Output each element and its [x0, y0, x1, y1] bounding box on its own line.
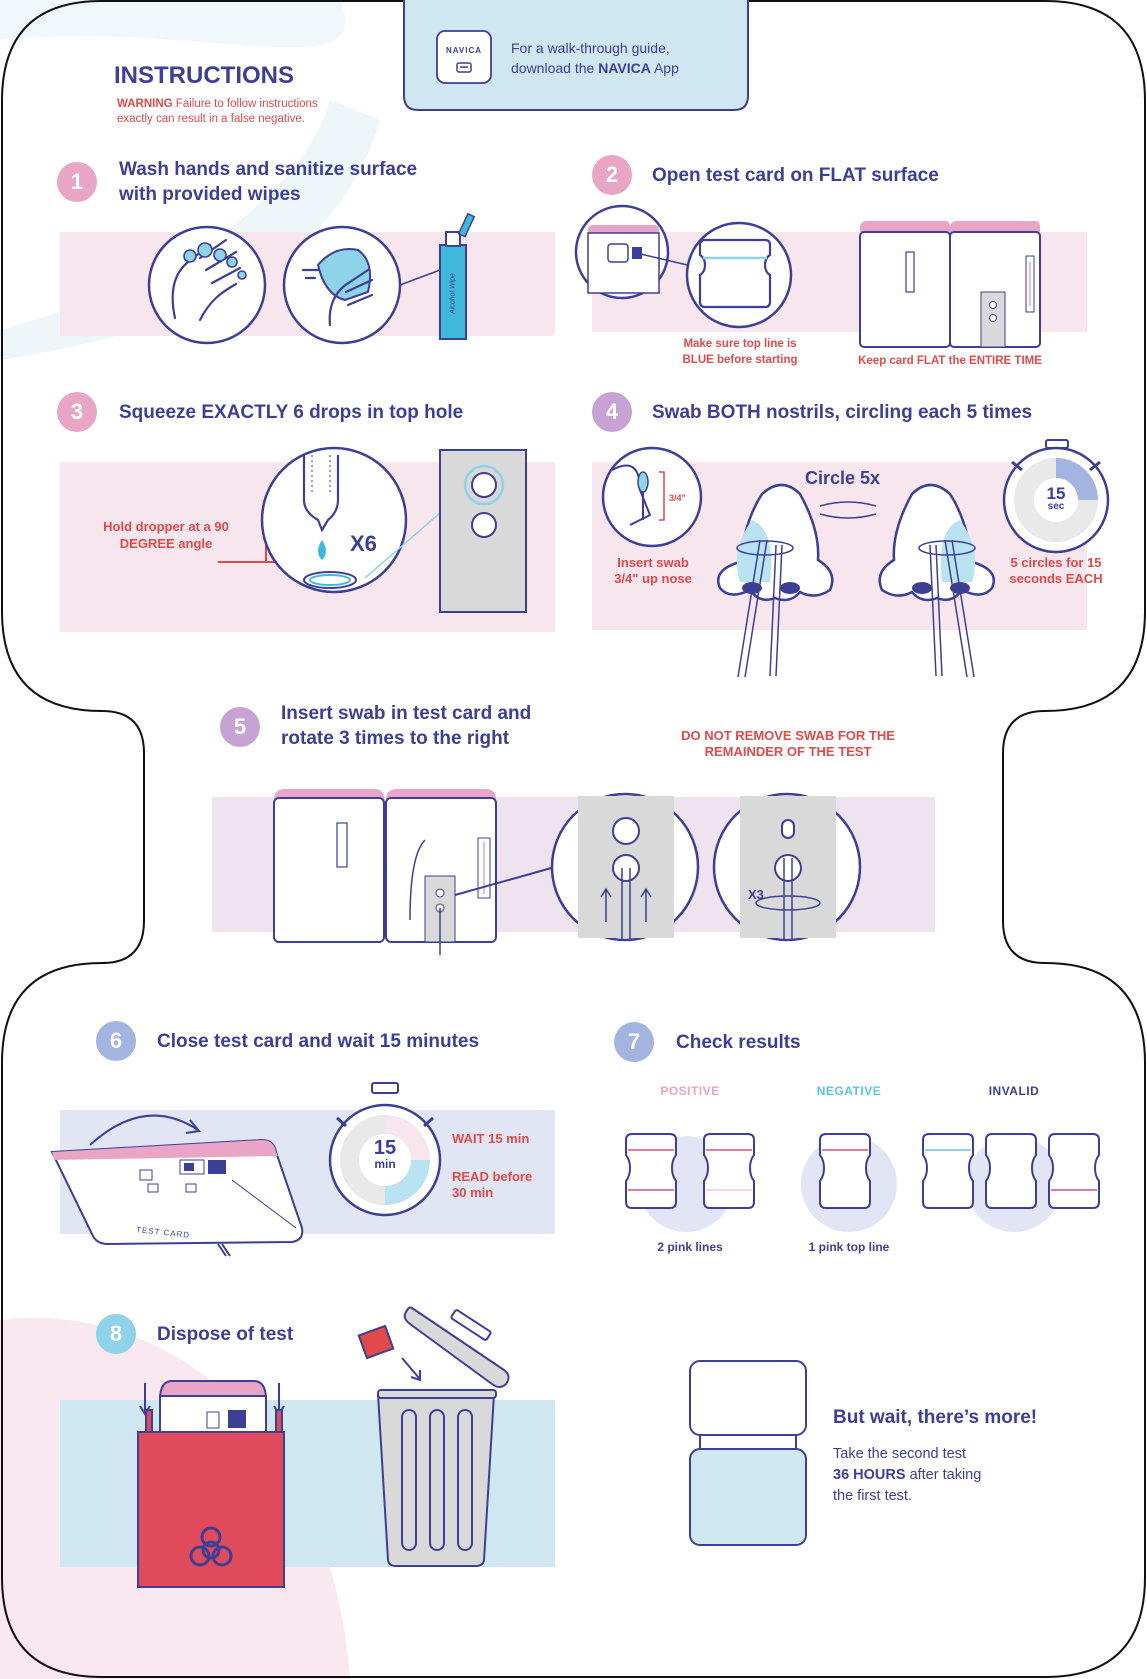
read-note-line2: 30 min [452, 1185, 494, 1200]
app-prompt[interactable]: For a walk-through guide, download the N… [511, 38, 679, 78]
timer-min-unit: min [374, 1157, 396, 1171]
step-1-title-line1: Wash hands and sanitize surface [119, 159, 418, 180]
step-2-note1-line2: BLUE before starting [682, 354, 798, 366]
rotate-count: X3 [748, 887, 764, 902]
result-negative-label: NEGATIVE [816, 1084, 882, 1098]
step-4-note1-line1: Insert swab [617, 555, 689, 570]
result-positive-label: POSITIVE [660, 1084, 720, 1098]
warning-text: Failure to follow instructions exactly c… [117, 98, 318, 125]
drop-count: X6 [350, 531, 377, 556]
step-5-number: 5 [233, 714, 247, 739]
step-8-title: Dispose of test [157, 1324, 294, 1345]
step-8-number: 8 [109, 1321, 123, 1346]
step-6-title: Close test card and wait 15 minutes [157, 1031, 480, 1052]
step-3-note-angle: Hold dropper at a 90 DEGREE angle [86, 518, 246, 552]
step-5-warn-line2: REMAINDER OF THE TEST [704, 744, 872, 759]
more-line2-bold: 36 HOURS [833, 1467, 906, 1483]
step-5-title-line1: Insert swab in test card and [281, 703, 532, 724]
step-2-number: 2 [605, 162, 619, 187]
step-1-title: Wash hands and sanitize surface with pro… [119, 157, 417, 207]
step-4-number: 4 [605, 399, 619, 424]
step-3-number: 3 [70, 399, 84, 424]
circle-count: Circle 5x [805, 468, 881, 488]
step-4-note2-line2: seconds EACH [1009, 571, 1103, 586]
more-line2-rest: after taking [909, 1467, 982, 1483]
result-invalid-label: INVALID [988, 1084, 1040, 1098]
step-2-note1-line1: Make sure top line is [683, 338, 797, 350]
step-2-title: Open test card on FLAT surface [652, 165, 939, 186]
step-3-note-line2: DEGREE angle [119, 536, 213, 551]
timer-15-sec: 15 sec [1036, 485, 1076, 512]
step-4-note2-line1: 5 circles for 15 [1010, 555, 1102, 570]
timer-sec-value: 15 [1046, 484, 1066, 503]
step-3-note-line1: Hold dropper at a 90 [103, 519, 229, 534]
more-line2: 36 HOURS after taking [833, 1465, 981, 1486]
step-3-title: Squeeze EXACTLY 6 drops in top hole [119, 402, 464, 423]
timer-15-min: 15 min [360, 1138, 410, 1170]
step-5-title-line2: rotate 3 times to the right [281, 728, 510, 749]
page-title: INSTRUCTIONS [114, 62, 294, 89]
read-note: READ before 30 min [452, 1169, 532, 1201]
timer-sec-unit: sec [1047, 501, 1065, 512]
timer-min-value: 15 [373, 1137, 397, 1159]
app-prompt-brand: NAVICA [598, 60, 651, 76]
positive-caption: 2 pink lines [657, 1240, 723, 1254]
more-line3: the first test. [833, 1488, 912, 1504]
app-prompt-prefix: download the [511, 60, 595, 76]
step-2-note-flat: Keep card FLAT the ENTIRE TIME [858, 355, 1042, 367]
warning-note: WARNING Failure to follow instructions e… [117, 97, 352, 127]
read-note-line1: READ before [452, 1169, 533, 1184]
negative-caption: 1 pink top line [808, 1240, 890, 1254]
wait-note: WAIT 15 min [452, 1131, 530, 1146]
app-prompt-line2: download the NAVICA App [511, 58, 679, 78]
app-prompt-line1: For a walk-through guide, [511, 40, 670, 56]
step-6-number: 6 [109, 1028, 123, 1053]
step-5-warning: DO NOT REMOVE SWAB FOR THE REMAINDER OF … [655, 728, 921, 760]
step-4-note-insert: Insert swab 3/4" up nose [593, 555, 713, 587]
step-1-number: 1 [70, 169, 84, 194]
navica-badge: NAVICA [445, 46, 483, 55]
step-4-title: Swab BOTH nostrils, circling each 5 time… [652, 402, 1033, 423]
step-4-note1-line2: 3/4" up nose [614, 571, 692, 586]
more-title: But wait, there’s more! [833, 1407, 1038, 1428]
step-1-title-line2: with provided wipes [119, 184, 301, 205]
more-body: Take the second test 36 HOURS after taki… [833, 1444, 981, 1507]
warning-label: WARNING [117, 98, 173, 110]
alcohol-wipe-label: Alcohol Wipe [449, 273, 457, 314]
more-line1: Take the second test [833, 1446, 966, 1462]
step-5-warn-line1: DO NOT REMOVE SWAB FOR THE [681, 728, 895, 743]
app-prompt-suffix: App [653, 60, 679, 76]
step-4-note-circles: 5 circles for 15 seconds EACH [995, 555, 1117, 587]
swab-depth: 3/4" [669, 493, 686, 503]
step-7-title: Check results [676, 1032, 801, 1053]
step-7-number: 7 [627, 1029, 641, 1054]
step-2-note-blue-line: Make sure top line is BLUE before starti… [660, 336, 820, 368]
step-5-title: Insert swab in test card and rotate 3 ti… [281, 701, 531, 751]
